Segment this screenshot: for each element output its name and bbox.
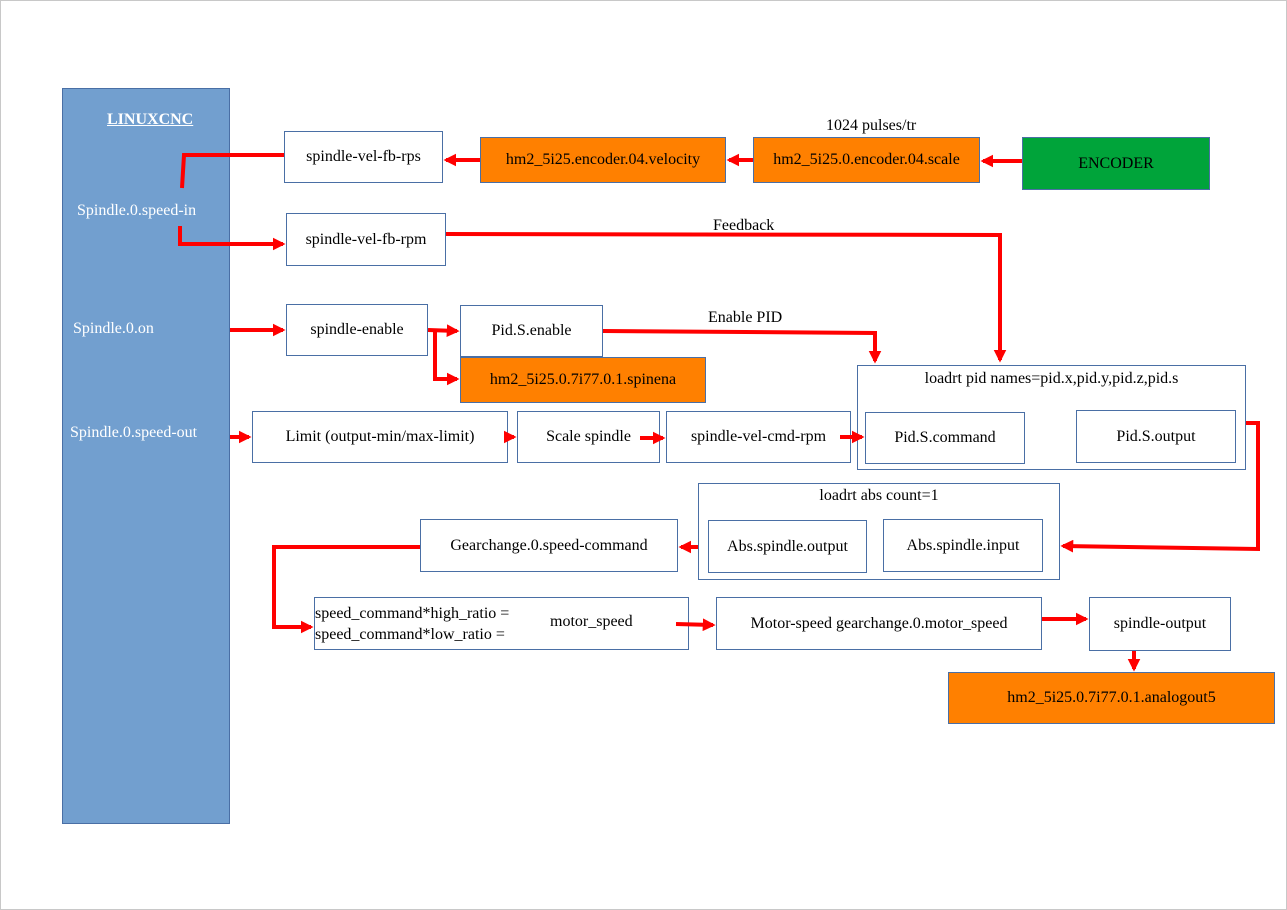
abs-output-box: Abs.spindle.output xyxy=(708,520,867,573)
wire-gear-to-formula xyxy=(272,545,420,634)
formula-line-low: speed_command*low_ratio = xyxy=(315,626,505,643)
analogout-label: hm2_5i25.0.7i77.0.1.analogout5 xyxy=(1007,689,1216,706)
pid-command-box: Pid.S.command xyxy=(865,412,1025,464)
pid-command-label: Pid.S.command xyxy=(894,429,996,446)
limit-box: Limit (output-min/max-limit) xyxy=(252,411,508,463)
abs-input-label: Abs.spindle.input xyxy=(906,536,1020,554)
spindle-output-label: spindle-output xyxy=(1113,615,1207,632)
limit-label: Limit (output-min/max-limit) xyxy=(285,428,475,445)
wire-speedin-to-fbrpm xyxy=(178,226,286,251)
encoder-label: ENCODER xyxy=(1078,154,1154,172)
formula-line-high: speed_command*high_ratio = xyxy=(315,605,510,622)
fb-rps-label: spindle-vel-fb-rps xyxy=(306,148,421,165)
sidebar-speed-in: Spindle.0.speed-in xyxy=(77,202,197,219)
linuxcnc-sidebar xyxy=(62,88,230,824)
abs-output-label: Abs.spindle.output xyxy=(727,537,848,555)
wire-pidenable-to-pid xyxy=(602,329,882,364)
wire-fbrps-to-speedin xyxy=(180,153,284,189)
wire-feedback-to-pid xyxy=(445,232,1007,363)
sidebar-title: LINUXCNC xyxy=(107,111,194,128)
pid-enable-label: Pid.S.enable xyxy=(491,322,572,339)
scale-spindle-box: Scale spindle xyxy=(517,411,660,463)
cmd-rpm-label: spindle-vel-cmd-rpm xyxy=(690,428,827,445)
gear-speed-command-box: Gearchange.0.speed-command xyxy=(420,519,678,572)
encoder-velocity-box: hm2_5i25.encoder.04.velocity xyxy=(480,137,726,183)
gear-speed-command-label: Gearchange.0.speed-command xyxy=(450,536,648,554)
wire-enable-to-spinena xyxy=(433,330,460,386)
scale-spindle-label: Scale spindle xyxy=(546,428,631,445)
encoder-velocity-label: hm2_5i25.encoder.04.velocity xyxy=(505,151,701,168)
encoder-scale-label: hm2_5i25.0.encoder.04.scale xyxy=(773,151,960,168)
pulses-label: 1024 pulses/tr xyxy=(826,117,917,134)
wire-pidoutput-to-absinput xyxy=(1060,421,1260,553)
enable-pid-label: Enable PID xyxy=(708,309,783,326)
pid-panel-title: loadrt pid names=pid.x,pid.y,pid.z,pid.s xyxy=(924,370,1179,387)
sidebar-speed-out: Spindle.0.speed-out xyxy=(70,424,198,441)
fb-rpm-box: spindle-vel-fb-rpm xyxy=(286,213,446,266)
formula-box: speed_command*high_ratio = speed_command… xyxy=(314,597,689,650)
spinena-box: hm2_5i25.0.7i77.0.1.spinena xyxy=(460,357,706,403)
fb-rpm-label: spindle-vel-fb-rpm xyxy=(305,230,427,248)
abs-input-box: Abs.spindle.input xyxy=(883,519,1043,572)
spinena-label: hm2_5i25.0.7i77.0.1.spinena xyxy=(489,371,677,388)
sidebar-spindle-on: Spindle.0.on xyxy=(73,320,154,337)
spindle-output-box: spindle-output xyxy=(1089,597,1231,651)
motor-speed-label: Motor-speed gearchange.0.motor_speed xyxy=(750,614,1008,632)
encoder-box: ENCODER xyxy=(1022,137,1210,190)
wire-formula-to-motorspeed xyxy=(675,618,716,632)
pid-output-box: Pid.S.output xyxy=(1076,410,1236,463)
pid-output-label: Pid.S.output xyxy=(1116,427,1196,445)
formula-result: motor_speed xyxy=(550,613,633,630)
motor-speed-box: Motor-speed gearchange.0.motor_speed xyxy=(716,597,1042,650)
encoder-scale-box: hm2_5i25.0.encoder.04.scale xyxy=(753,137,980,183)
formula-lines: speed_command*high_ratio = speed_command… xyxy=(315,603,509,645)
analogout-box: hm2_5i25.0.7i77.0.1.analogout5 xyxy=(948,672,1275,724)
fb-rps-box: spindle-vel-fb-rps xyxy=(284,131,443,183)
feedback-label: Feedback xyxy=(713,217,775,234)
pid-enable-box: Pid.S.enable xyxy=(460,305,603,357)
abs-panel-title: loadrt abs count=1 xyxy=(819,487,939,504)
wire-enable-to-pidenable xyxy=(427,324,460,338)
cmd-rpm-box: spindle-vel-cmd-rpm xyxy=(666,411,851,463)
spindle-enable-label: spindle-enable xyxy=(310,321,404,338)
spindle-enable-box: spindle-enable xyxy=(286,304,428,356)
